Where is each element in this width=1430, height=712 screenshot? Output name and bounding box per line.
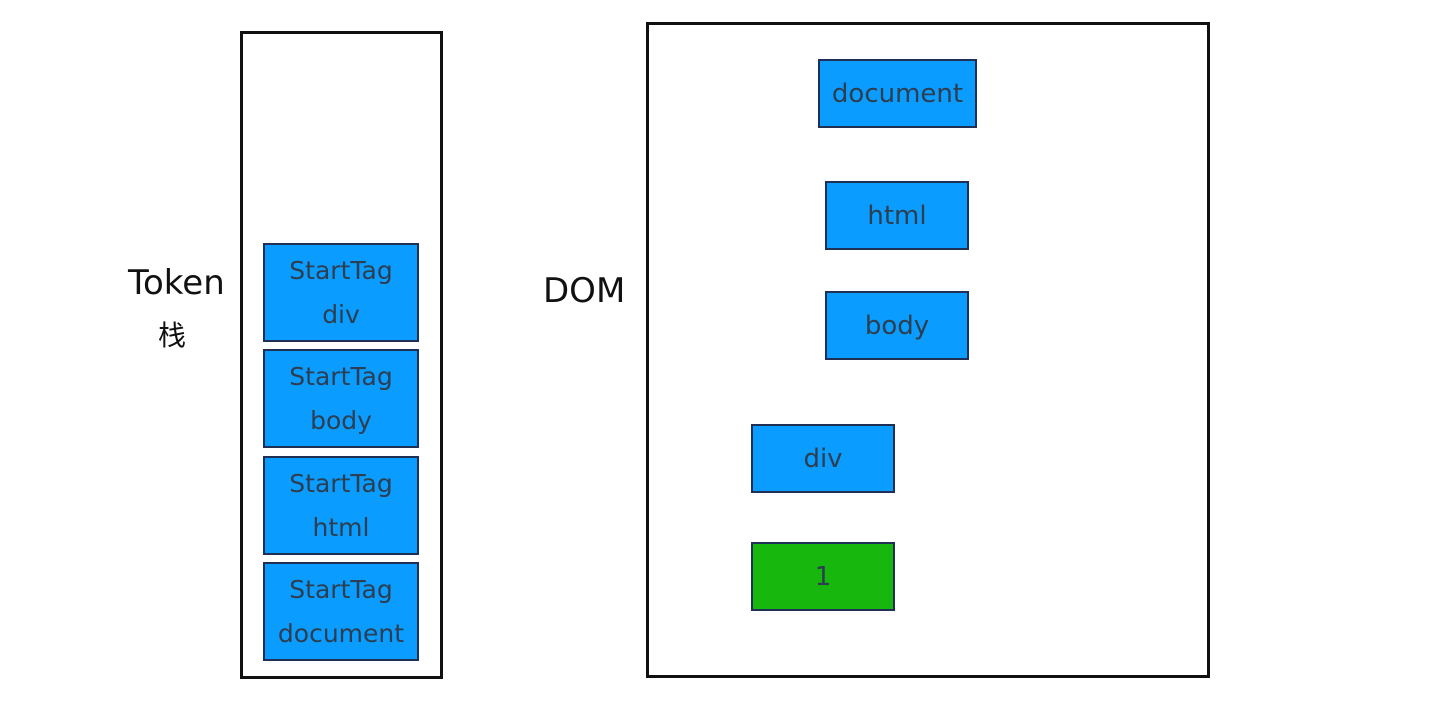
stack-item-body-line1: StartTag <box>289 361 393 391</box>
stack-item-document: StartTag document <box>263 562 419 661</box>
stack-item-html-line1: StartTag <box>289 468 393 498</box>
dom-node-body: body <box>825 291 969 360</box>
stack-item-div-line2: div <box>322 299 360 329</box>
token-label: Token <box>128 263 225 303</box>
stack-item-document-line2: document <box>277 618 405 648</box>
stack-item-body: StartTag body <box>263 349 419 448</box>
dom-label: DOM <box>543 271 626 311</box>
stack-item-div-line1: StartTag <box>289 255 393 285</box>
dom-node-html: html <box>825 181 969 250</box>
stack-item-html: StartTag html <box>263 456 419 555</box>
stack-item-document-line1: StartTag <box>289 574 393 604</box>
dom-node-document: document <box>818 59 977 128</box>
stack-label: 栈 <box>158 319 187 352</box>
stack-item-div: StartTag div <box>263 243 419 342</box>
stack-item-body-line2: body <box>310 405 372 435</box>
stack-item-html-line2: html <box>312 512 370 542</box>
dom-node-div: div <box>751 424 895 493</box>
dom-node-text-1: 1 <box>751 542 895 611</box>
